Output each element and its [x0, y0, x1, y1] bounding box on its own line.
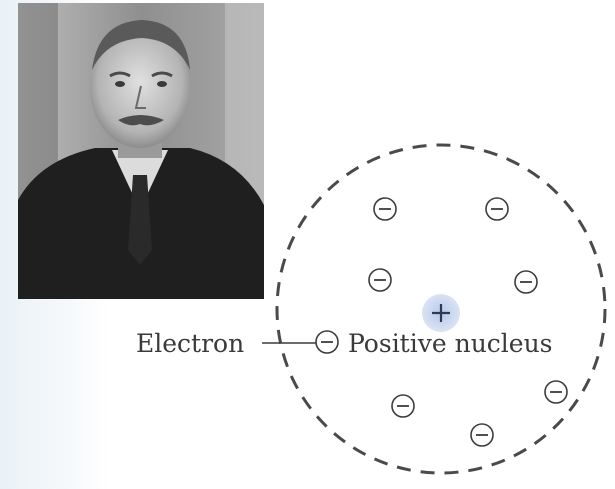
nucleus-label: Positive nucleus [348, 329, 553, 358]
electron-symbol [315, 330, 339, 354]
electron-symbol [514, 270, 538, 294]
electron-symbol [368, 268, 392, 292]
positive-nucleus [422, 294, 460, 332]
portrait-photo [18, 3, 264, 299]
electron-symbol [544, 380, 568, 404]
electron-symbol [373, 197, 397, 221]
electron-symbol [470, 423, 494, 447]
electron-symbol [485, 197, 509, 221]
electron-symbol [391, 394, 415, 418]
electron-label: Electron [136, 329, 244, 358]
atom-boundary [275, 143, 607, 475]
